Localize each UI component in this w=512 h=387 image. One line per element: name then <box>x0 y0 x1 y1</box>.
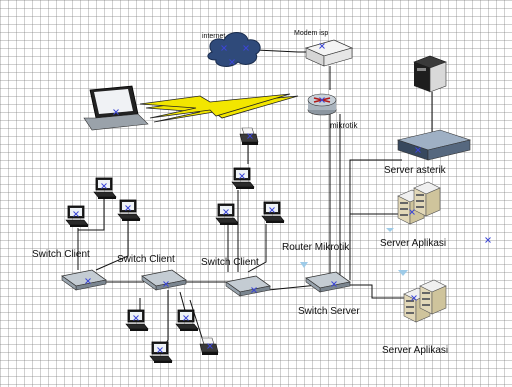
server-asterik-label: Server asterik <box>384 165 447 176</box>
router-icon <box>307 93 337 116</box>
connection-lines <box>77 49 410 351</box>
switch-client-icon-3 <box>225 275 271 297</box>
server-tower-icon <box>413 55 447 93</box>
router-mikrotik-label: Router Mikrotik <box>282 242 350 253</box>
server-aplikasi-label-1: Server Aplikasi <box>380 238 446 249</box>
pc-icon <box>215 203 239 226</box>
arrow-marker-icon <box>386 228 394 232</box>
modem-icon <box>304 39 354 67</box>
mikrotik-label: mikrotik <box>330 121 359 130</box>
switch-server-icon <box>305 271 351 293</box>
pc-icon <box>117 199 141 222</box>
switch-server-label: Switch Server <box>298 306 360 317</box>
pc-icon <box>65 205 89 228</box>
switch-client-label-1: Switch Client <box>32 249 90 260</box>
switch-client-icon-2 <box>141 269 187 291</box>
pc-icon <box>149 341 173 364</box>
rack-server-icon <box>396 129 472 161</box>
switch-client-label-3: Switch Client <box>201 257 259 268</box>
server-aplikasi-label-2: Server Aplikasi <box>382 345 448 356</box>
pc-icon <box>261 201 285 224</box>
internet-cloud-icon <box>207 32 261 67</box>
pc-icon <box>93 177 117 200</box>
server-aplikasi-icon-1 <box>397 181 441 225</box>
modem-label: Modem isp <box>294 30 328 37</box>
pc-icon <box>231 167 255 190</box>
switch-client-icon-1 <box>61 269 107 291</box>
pc-icon <box>125 309 149 332</box>
internet-label: internet <box>202 33 225 40</box>
printer-icons <box>199 127 259 356</box>
laptop-icon <box>83 85 149 131</box>
switch-client-label-2: Switch Client <box>117 254 175 265</box>
server-aplikasi-icon-2 <box>403 279 447 323</box>
